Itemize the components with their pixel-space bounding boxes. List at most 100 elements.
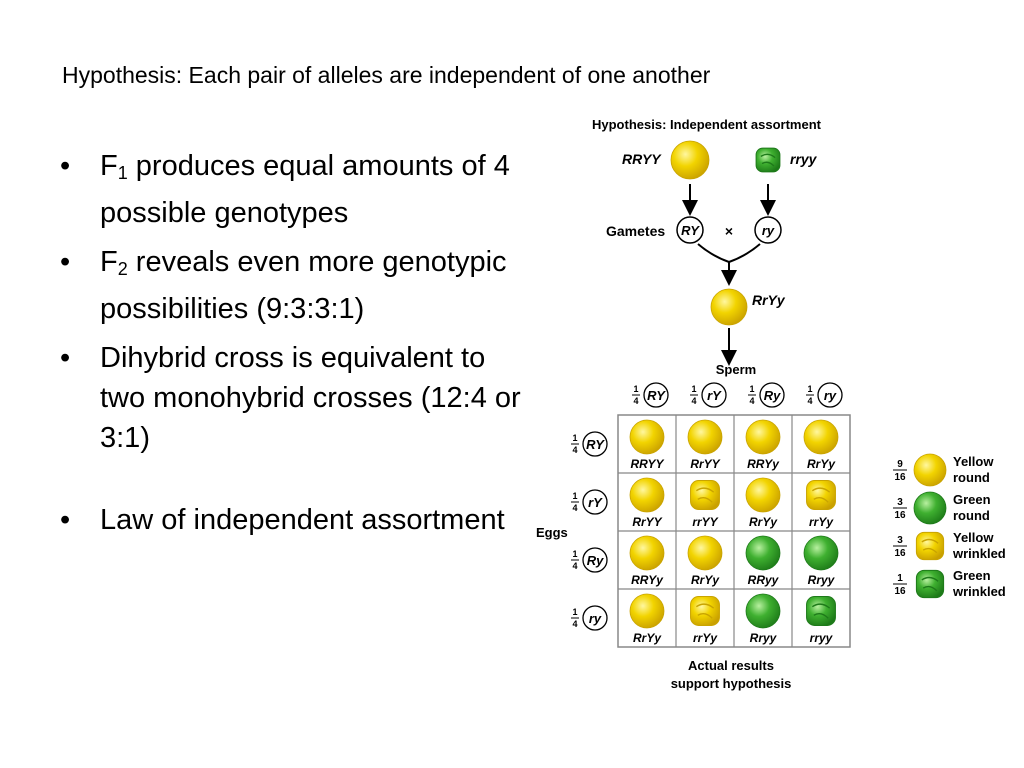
legend-denominator: 16	[894, 472, 906, 483]
legend-label-line1: Green	[953, 492, 991, 507]
bullet-item: F2 reveals even more genotypic possibili…	[58, 242, 538, 329]
cell-genotype: RRYY	[630, 457, 664, 471]
gametes-label: Gametes	[606, 223, 665, 239]
pea-yellow-round-icon	[629, 419, 665, 455]
bullet-lead: F	[100, 246, 118, 278]
cell-genotype: Rryy	[808, 573, 836, 587]
allele-label: Ry	[587, 553, 604, 568]
pea-green-wrinkled-icon	[806, 596, 836, 626]
gamete1-circle	[676, 216, 704, 244]
bullet-item: Law of independent assortment	[58, 500, 538, 540]
legend-pea-green-wrinkled-icon	[915, 569, 945, 599]
pea-yellow-round-icon	[687, 535, 723, 571]
allele-label: Ry	[764, 388, 781, 403]
fraction-denominator: 4	[691, 396, 696, 406]
legend-pea-yellow-round-icon	[913, 453, 947, 487]
cell-genotype: rrYy	[809, 515, 834, 529]
pea-yellow-round-icon	[629, 593, 665, 629]
legend-label-line1: Green	[953, 568, 991, 583]
bullet-lead: F	[100, 150, 118, 182]
merge-lines	[697, 243, 761, 264]
pea-green-round-icon	[803, 535, 839, 571]
legend-label-line2: round	[953, 508, 990, 523]
pea-yellow-round-icon	[745, 477, 781, 513]
fraction-numerator: 1	[572, 491, 577, 501]
cell-genotype: RrYy	[749, 515, 778, 529]
f1-pea-icon	[710, 288, 748, 326]
pea-yellow-wrinkled-icon	[690, 480, 720, 510]
pea-yellow-wrinkled-icon	[690, 596, 720, 626]
sperm-allele-3: 1 4 ry	[806, 382, 843, 408]
legend-numerator: 3	[897, 497, 903, 508]
diagram-title: Hypothesis: Independent assortment	[592, 117, 822, 132]
fraction-denominator: 4	[572, 445, 577, 455]
bullet-item: Dihybrid cross is equivalent to two mono…	[58, 338, 538, 458]
egg-allele-0: 1 4 RY	[571, 431, 608, 457]
allele-label: RY	[647, 388, 666, 403]
parent2-pea	[755, 147, 781, 173]
parent2-genotype: rryy	[790, 151, 818, 167]
parent1-pea	[670, 140, 710, 180]
cell-genotype: RrYy	[807, 457, 836, 471]
footer-line1: Actual results	[688, 658, 774, 673]
allele-label: ry	[824, 388, 837, 403]
fraction-numerator: 1	[749, 384, 754, 394]
fraction-denominator: 4	[749, 396, 754, 406]
allele-label: rY	[707, 388, 722, 403]
fraction-denominator: 4	[807, 396, 812, 406]
fraction-numerator: 1	[572, 607, 577, 617]
gamete2-circle	[754, 216, 782, 244]
fraction-denominator: 4	[633, 396, 638, 406]
legend-denominator: 16	[894, 586, 906, 597]
cell-genotype: RRYy	[631, 573, 664, 587]
fraction-numerator: 1	[572, 433, 577, 443]
pea-green-round-icon	[745, 593, 781, 629]
footer-line2: support hypothesis	[671, 676, 792, 691]
cell-genotype: RrYY	[690, 457, 720, 471]
slide-title: Hypothesis: Each pair of alleles are ind…	[62, 62, 711, 88]
cell-genotype: rrYY	[692, 515, 718, 529]
sperm-label: Sperm	[716, 362, 756, 377]
fraction-numerator: 1	[807, 384, 812, 394]
pea-yellow-wrinkled-icon	[806, 480, 836, 510]
pea-yellow-round-icon	[629, 535, 665, 571]
egg-allele-3: 1 4 ry	[571, 605, 608, 631]
legend-pea-green-round-icon	[913, 491, 947, 525]
cell-genotype: rryy	[810, 631, 834, 645]
sperm-allele-2: 1 4 Ry	[748, 382, 785, 408]
bullet-text: Law of independent assortment	[100, 504, 505, 536]
fraction-denominator: 4	[572, 503, 577, 513]
pea-yellow-round-icon	[629, 477, 665, 513]
legend-numerator: 9	[897, 459, 903, 470]
pea-green-round-icon	[745, 535, 781, 571]
parent1-genotype: RRYY	[622, 151, 662, 167]
fraction-denominator: 4	[572, 619, 577, 629]
allele-label: ry	[589, 611, 602, 626]
legend-label-line1: Yellow	[953, 454, 994, 469]
allele-label: RY	[586, 437, 605, 452]
bullet-text: reveals even more genotypic possibilitie…	[100, 246, 507, 325]
fraction-numerator: 1	[691, 384, 696, 394]
bullet-text: Dihybrid cross is equivalent to two mono…	[100, 342, 521, 454]
cell-genotype: RrYy	[633, 631, 662, 645]
parent2-pea-icon	[755, 147, 781, 173]
cell-genotype: RrYY	[632, 515, 662, 529]
fraction-numerator: 1	[572, 549, 577, 559]
cell-genotype: RrYy	[691, 573, 720, 587]
pea-yellow-round-icon	[745, 419, 781, 455]
cell-genotype: RRyy	[748, 573, 780, 587]
bullet-item: F1 produces equal amounts of 4 possible …	[58, 146, 538, 233]
f1-pea	[710, 288, 748, 326]
gamete1-label: RY	[681, 223, 700, 238]
cell-genotype: RRYy	[747, 457, 780, 471]
